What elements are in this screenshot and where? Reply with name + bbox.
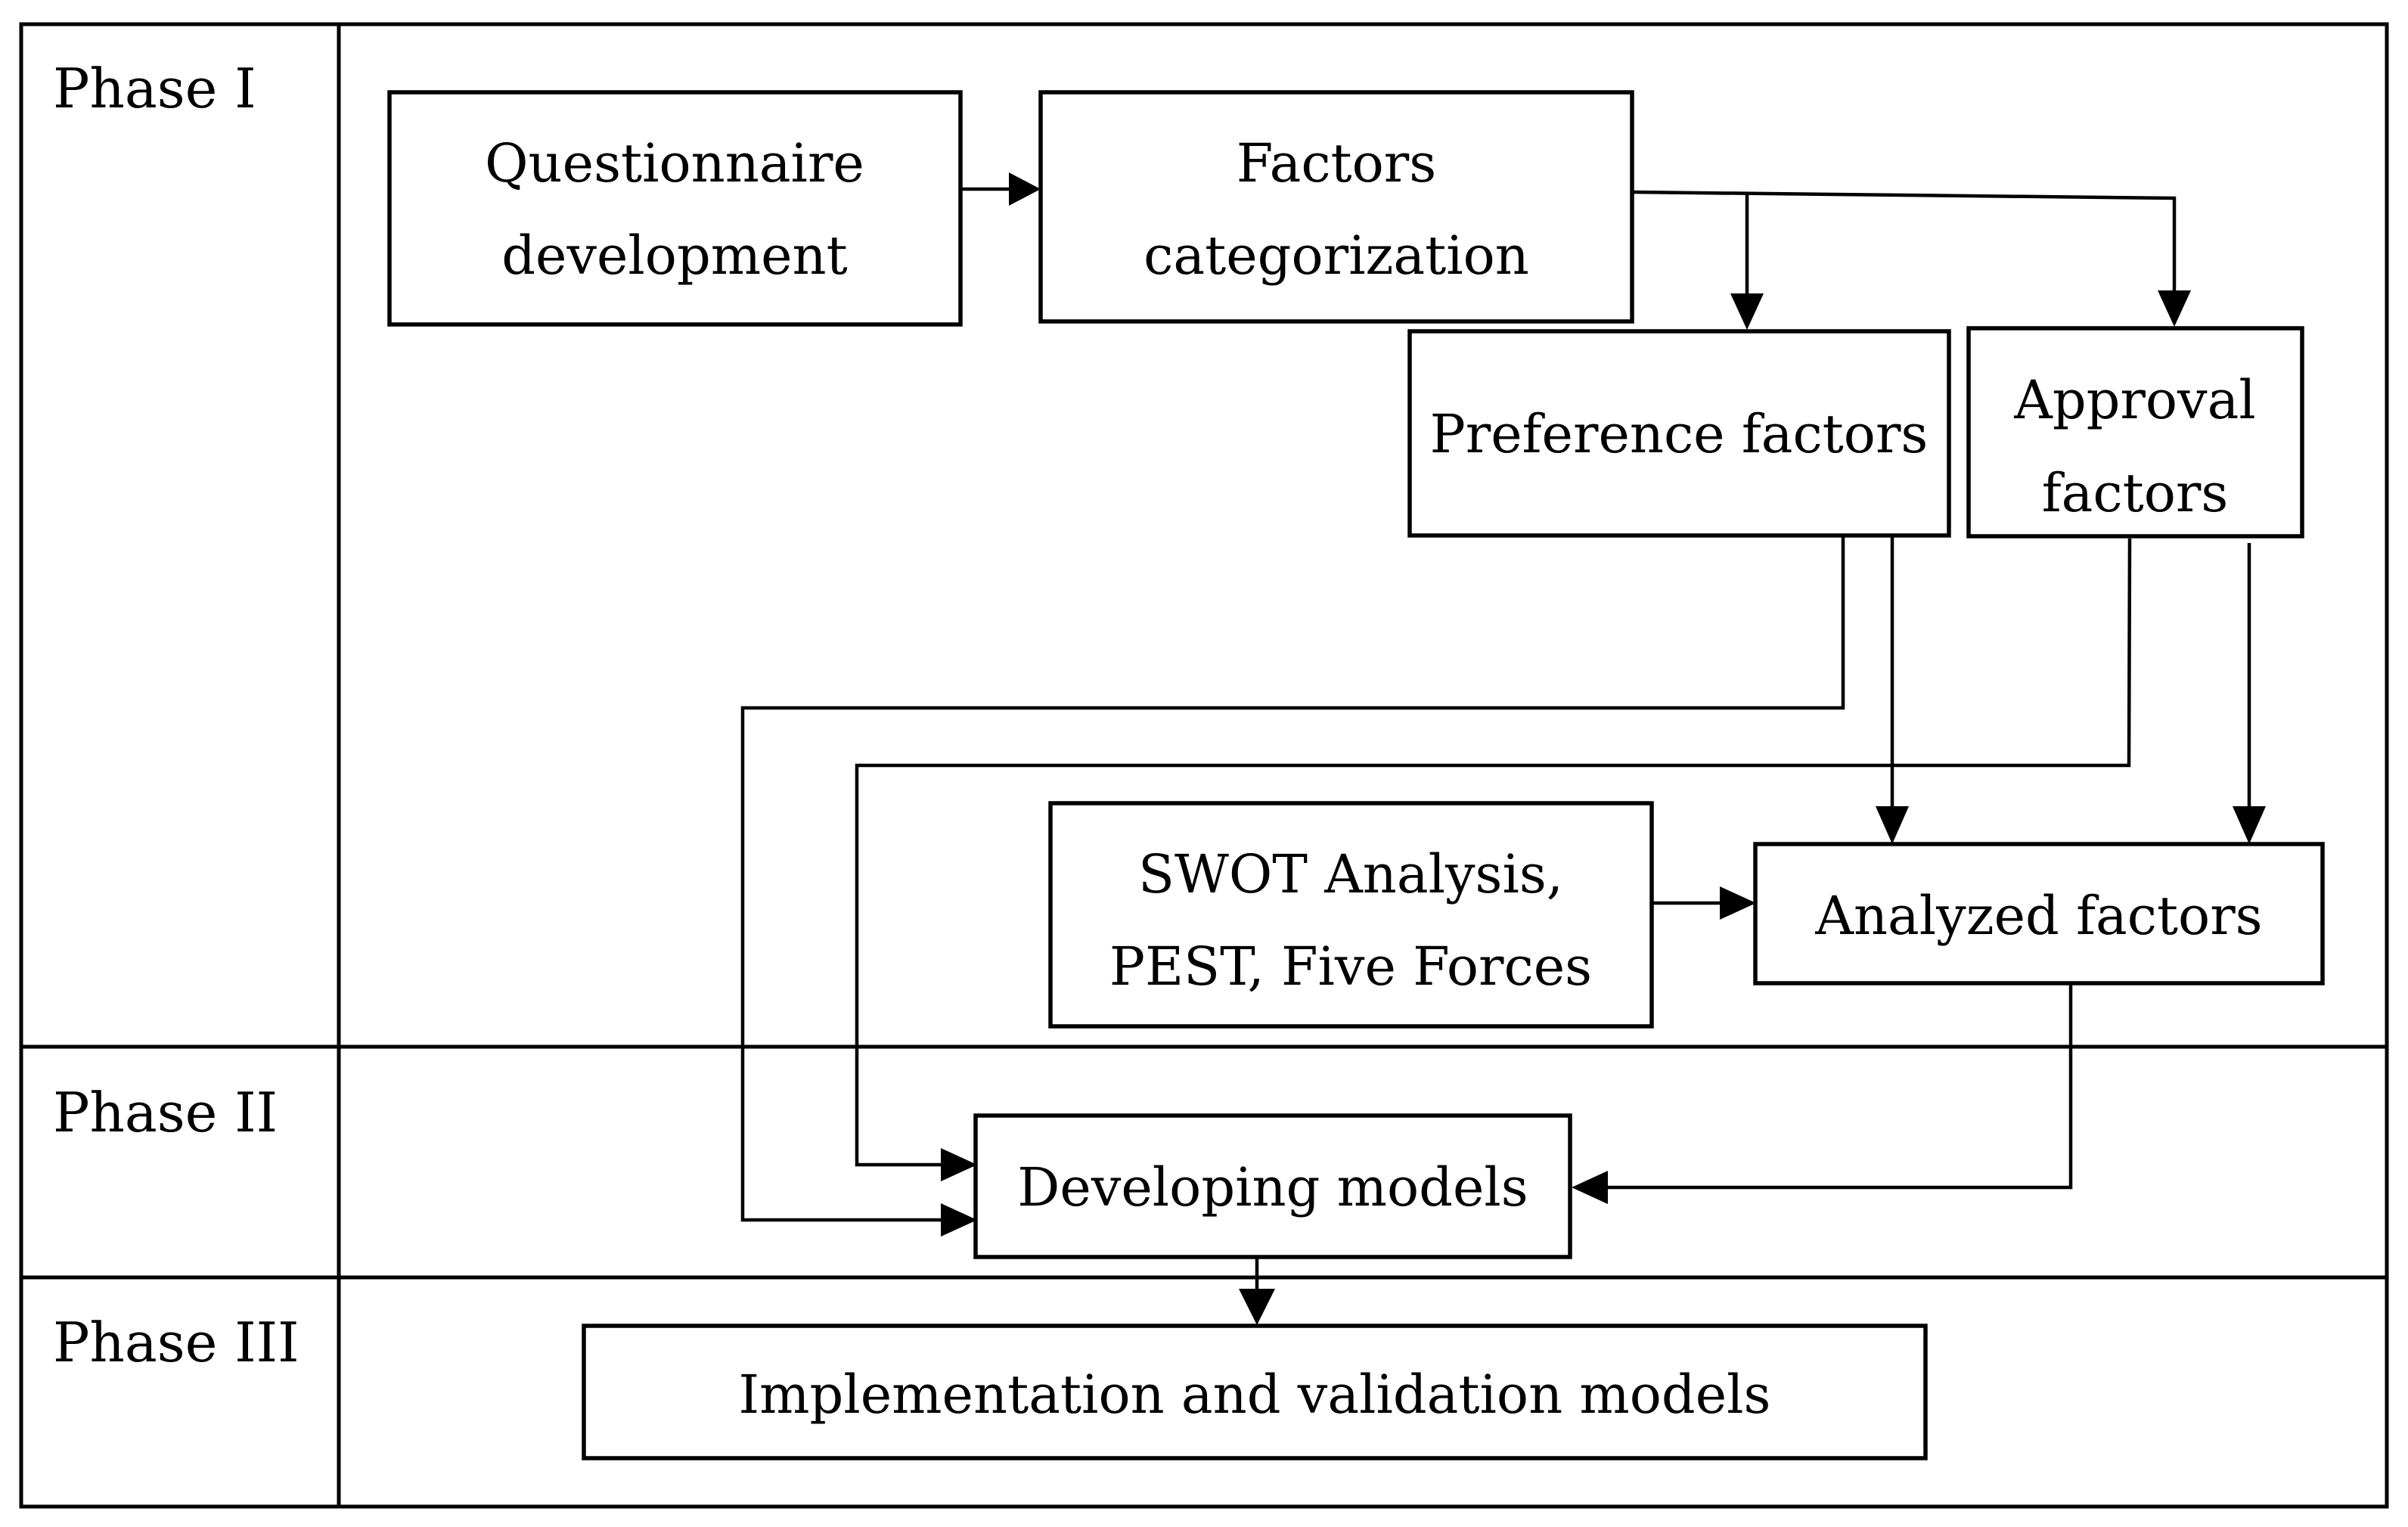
arrowhead-developing-right bbox=[1572, 1171, 1608, 1204]
analyzed-label: Analyzed factors bbox=[1814, 885, 2262, 947]
node-swot-analysis: SWOT Analysis, PEST, Five Forces bbox=[1048, 801, 1654, 1029]
swot-label-line1: SWOT Analysis, bbox=[1138, 843, 1563, 905]
node-factors-categorization: Factors categorization bbox=[1038, 90, 1634, 324]
categorization-label-line1: Factors bbox=[1237, 132, 1436, 194]
phase-3-label: Phase III bbox=[53, 1311, 299, 1374]
phase-2-label: Phase II bbox=[53, 1081, 278, 1144]
approval-label-line2: factors bbox=[2042, 462, 2229, 524]
questionnaire-label-line1: Questionnaire bbox=[485, 132, 864, 194]
arrowhead-approval bbox=[2158, 290, 2191, 327]
categorization-branch-line bbox=[1631, 190, 2177, 295]
swot-label-line2: PEST, Five Forces bbox=[1109, 936, 1592, 998]
phase-1-label: Phase I bbox=[53, 57, 256, 120]
node-approval-factors: Approval factors bbox=[1966, 326, 2304, 538]
line-analyzed-to-developing bbox=[1608, 985, 2073, 1190]
categorization-label-line2: categorization bbox=[1143, 225, 1529, 287]
preference-label: Preference factors bbox=[1430, 403, 1929, 465]
approval-label-line1: Approval bbox=[2013, 369, 2255, 431]
phase-table bbox=[19, 22, 2389, 1509]
line-preference-to-developing-outer bbox=[740, 535, 1845, 1222]
developing-label: Developing models bbox=[1017, 1156, 1528, 1218]
node-implementation-validation: Implementation and validation models bbox=[582, 1324, 1928, 1460]
arrowhead-implementation bbox=[1239, 1289, 1275, 1325]
node-analyzed-factors: Analyzed factors bbox=[1753, 842, 2325, 985]
arrowhead-categorization bbox=[1009, 172, 1041, 206]
arrowhead-preference bbox=[1730, 293, 1764, 330]
arrowhead-analyzed-right bbox=[2233, 806, 2266, 844]
node-developing-models: Developing models bbox=[973, 1113, 1572, 1259]
arrowhead-developing-lower bbox=[941, 1203, 977, 1237]
arrowhead-analyzed-left bbox=[1876, 806, 1909, 844]
line-approval-to-developing-inner bbox=[855, 538, 2132, 1167]
node-preference-factors: Preference factors bbox=[1407, 329, 1951, 538]
arrowhead-developing-upper bbox=[941, 1148, 977, 1181]
arrowhead-analyzed-swot bbox=[1720, 886, 1756, 920]
implementation-label: Implementation and validation models bbox=[739, 1364, 1771, 1426]
node-questionnaire-development: Questionnaire development bbox=[387, 90, 963, 327]
outer-frame bbox=[19, 22, 2389, 1509]
connectors bbox=[740, 172, 2266, 1325]
questionnaire-label-line2: development bbox=[501, 225, 848, 287]
